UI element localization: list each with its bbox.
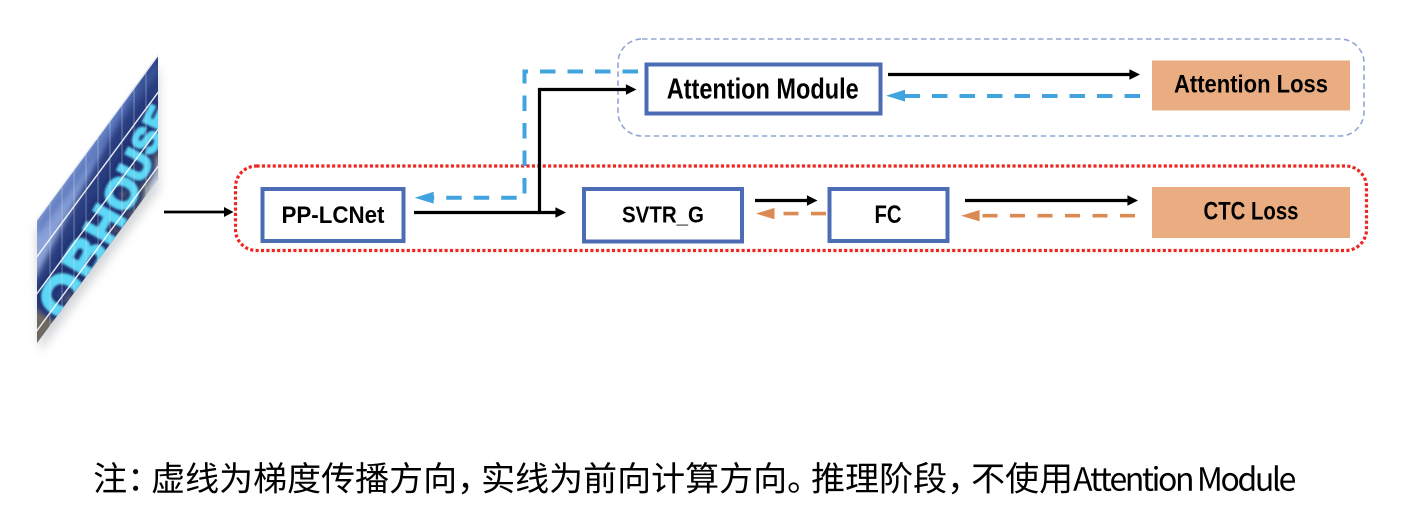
svg-text:FC: FC	[875, 202, 902, 229]
svg-text:SVTR_G: SVTR_G	[622, 202, 704, 228]
svg-text:Attention Module: Attention Module	[667, 74, 859, 106]
svg-text:Attention Loss: Attention Loss	[1174, 71, 1328, 98]
svg-text:CTC Loss: CTC Loss	[1204, 199, 1299, 226]
svg-text:PP-LCNet: PP-LCNet	[282, 203, 385, 229]
